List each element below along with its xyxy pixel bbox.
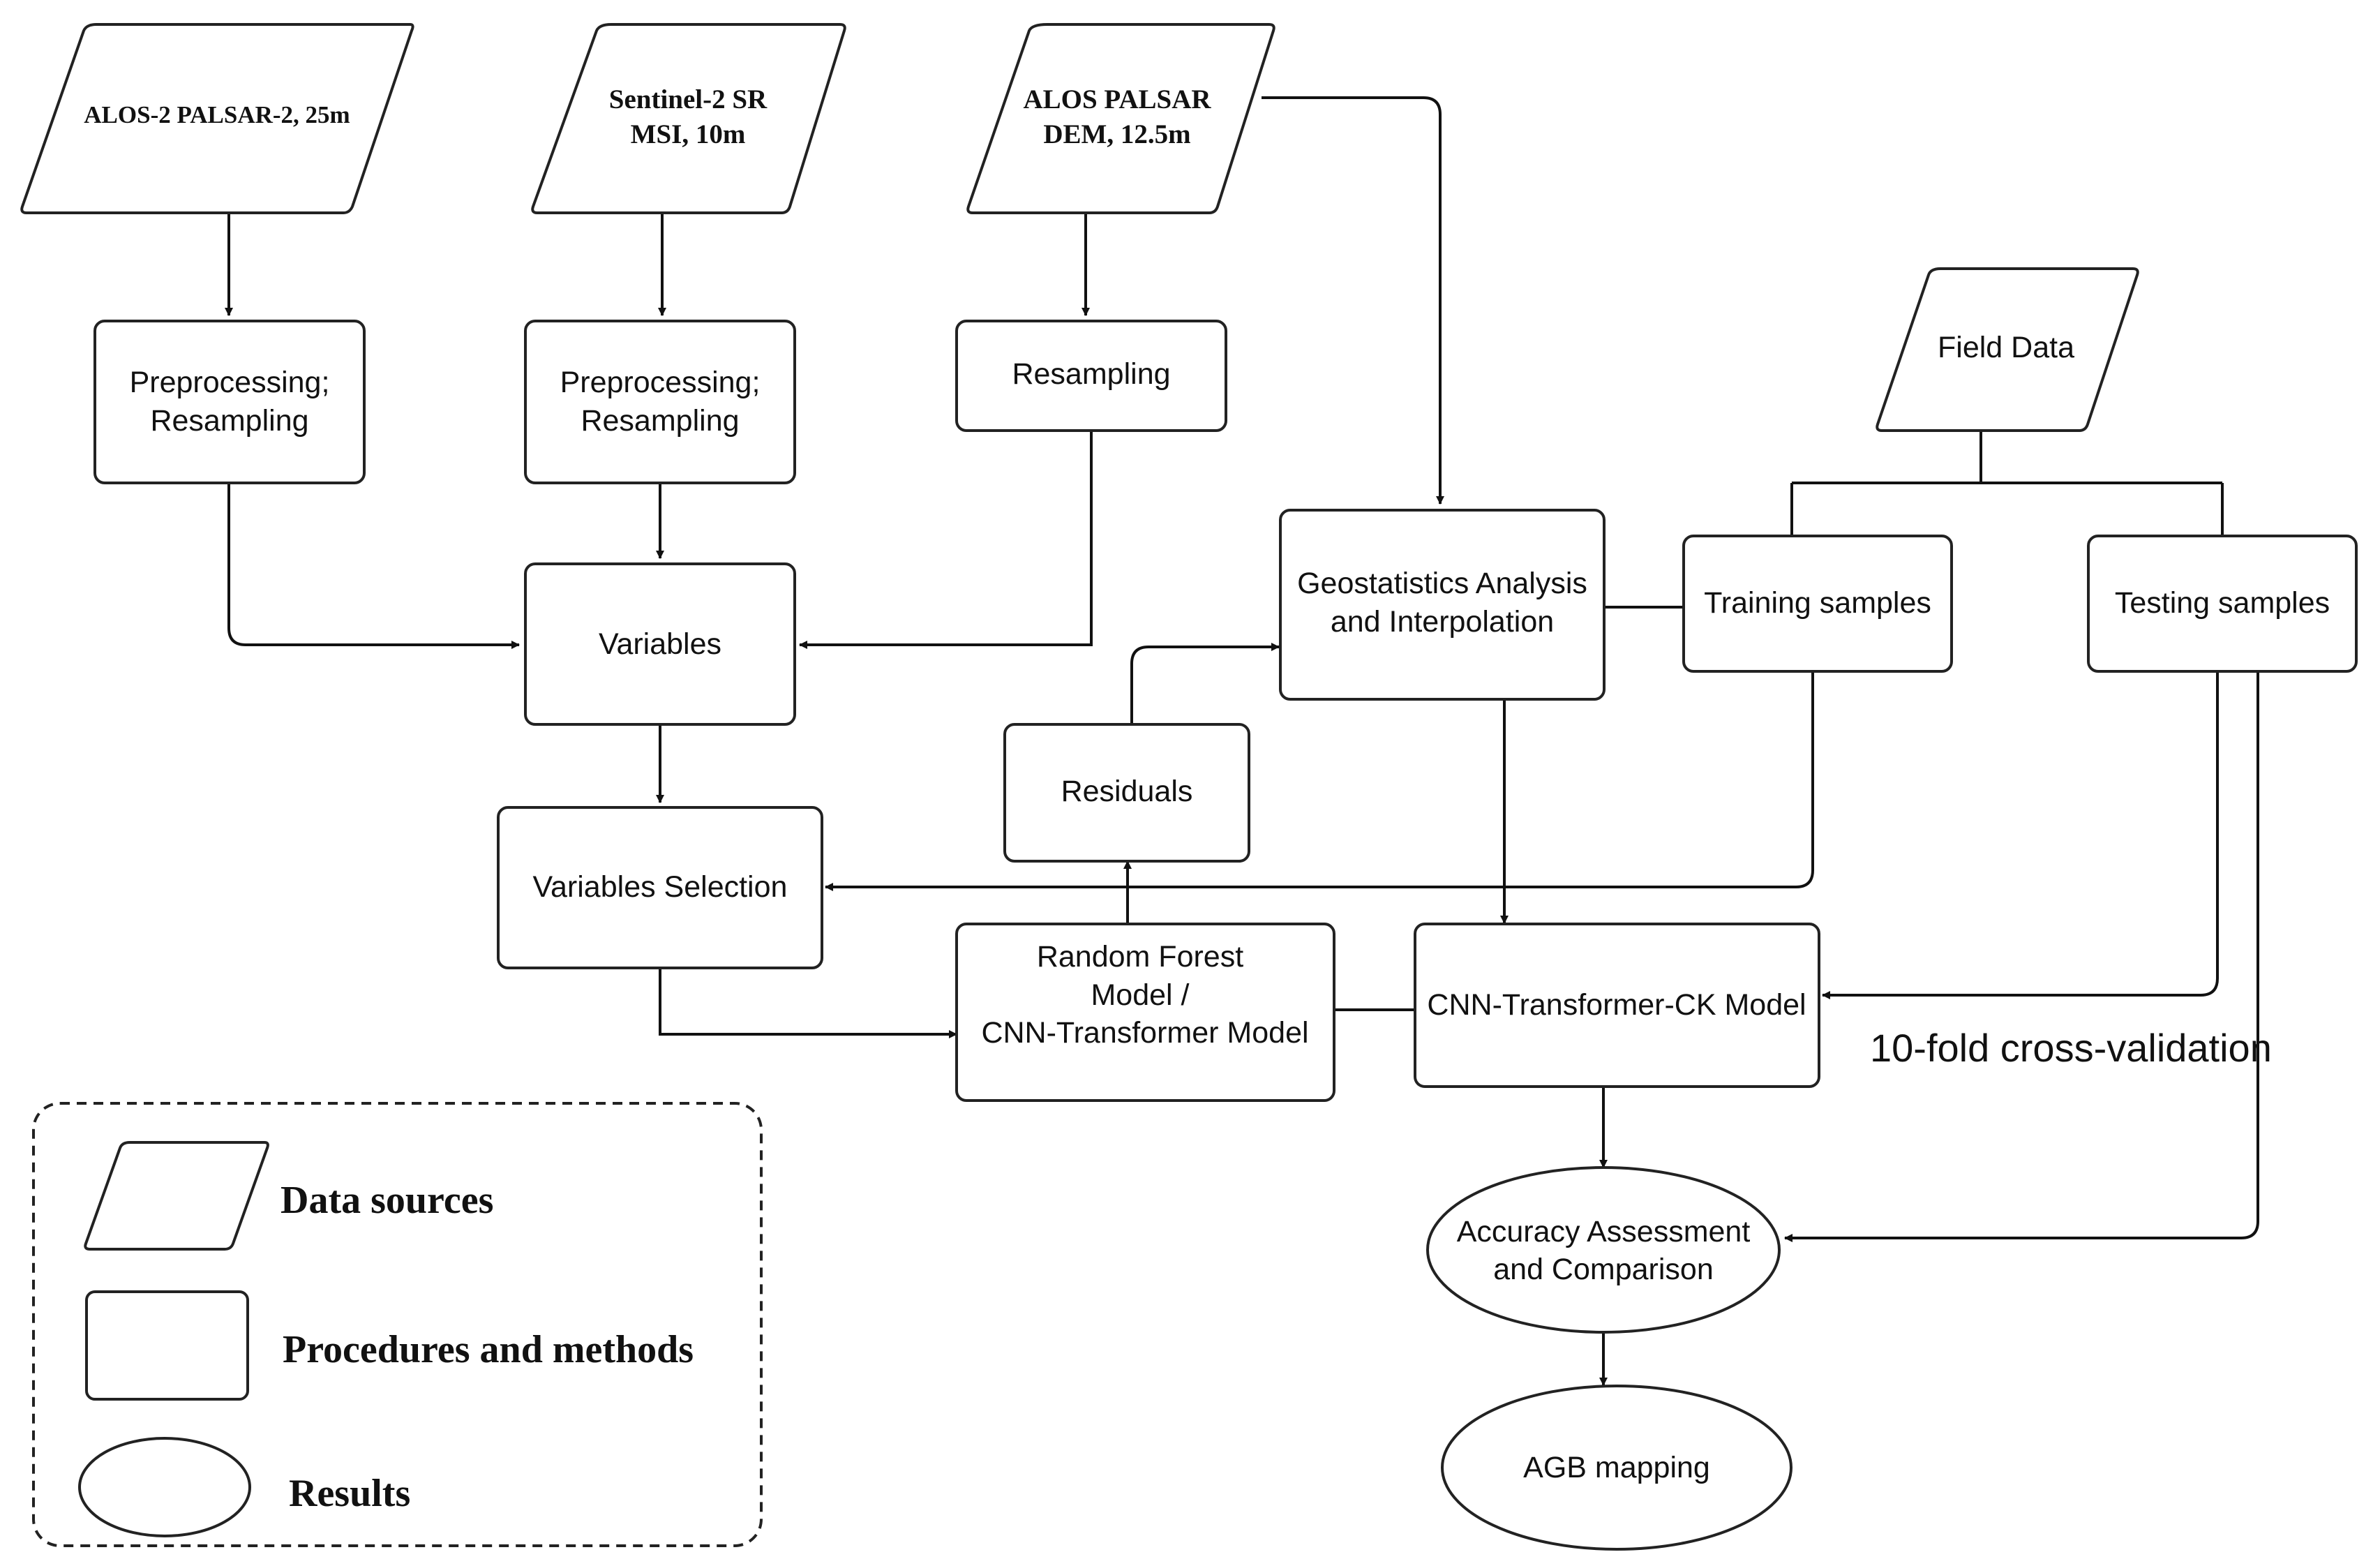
edge-testing-to-accuracy [1784,671,2259,1242]
result-label: AGB mapping [1523,1451,1710,1484]
process-label: Testing samples [2115,586,2330,620]
connectors [225,96,2259,1386]
process-label: Training samples [1704,586,1931,620]
edge-dem-to-geo [1262,96,1444,505]
result-ellipse [1441,1385,1793,1551]
process-label-line1: Random Forest [1037,940,1243,974]
legend: Data sources Procedures and methods Resu… [32,1102,763,1547]
edge-residuals-to-geo [1130,643,1280,724]
process-label-line2: Resampling [150,404,308,438]
parallelogram-shape [966,23,1275,214]
process-box [497,806,823,969]
process-label-line1: Geostatistics Analysis [1297,567,1587,600]
legend-rectangle-icon [85,1290,249,1401]
process-label-line2: and Interpolation [1331,605,1554,639]
legend-ellipse-icon [78,1437,251,1537]
result-ellipse [1426,1166,1781,1334]
process-label: CNN-Transformer-CK Model [1427,988,1806,1022]
source-label-line1: Sentinel-2 SR [609,84,768,114]
process-label-line2: Model / [1091,978,1189,1012]
source-label-line1: ALOS PALSAR [1023,84,1211,114]
edge-testing-to-ck [1822,671,2219,999]
process-variables-selection: Variables Selection [497,806,823,969]
process-label: Residuals [1061,775,1193,808]
result-label-line1: Accuracy Assessment [1457,1215,1751,1248]
process-label: Variables [599,627,721,661]
process-box [1279,509,1606,701]
result-accuracy-assessment: Accuracy Assessment and Comparison [1426,1166,1781,1334]
process-variables: Variables [524,562,796,726]
process-resampling: Resampling [955,320,1227,432]
process-box [524,320,796,484]
process-label-line1: Preprocessing; [560,366,761,399]
result-agb-mapping: AGB mapping [1441,1385,1793,1551]
crossval-annotation: 10-fold cross-validation [1870,1026,2272,1070]
data-source-alos2: ALOS-2 PALSAR-2, 25m [20,23,414,214]
source-label: Field Data [1938,331,2074,364]
process-box [1682,535,1953,673]
process-box [955,320,1227,432]
process-label-line1: Preprocessing; [130,366,330,399]
source-label-line2: DEM, 12.5m [1043,119,1190,149]
parallelogram-shape [20,23,414,214]
process-geostatistics: Geostatistics Analysis and Interpolation [1279,509,1606,701]
source-label-line2: MSI, 10m [631,119,746,149]
edge-resampling-to-variables [799,431,1093,649]
process-box [524,562,796,726]
process-testing-samples: Testing samples [2087,535,2358,673]
data-source-sentinel: Sentinel-2 SR MSI, 10m [531,23,846,214]
parallelogram-shape [531,23,846,214]
process-training-samples: Training samples [1682,535,1953,673]
process-residuals: Residuals [1003,723,1250,863]
process-label: Variables Selection [533,870,788,904]
process-box [955,923,1335,1102]
process-box [1414,923,1820,1088]
data-source-field: Field Data [1876,267,2139,432]
edge-selection-to-rf [659,968,957,1038]
parallelogram-shape [1876,267,2139,432]
process-prep1: Preprocessing; Resampling [93,320,366,484]
legend-label-procedures: Procedures and methods [283,1328,694,1371]
process-label-line3: CNN-Transformer Model [981,1016,1308,1050]
process-box [2087,535,2358,673]
legend-frame [32,1102,763,1547]
legend-label-results: Results [289,1472,410,1515]
process-label: Resampling [1012,357,1170,391]
legend-label-data-sources: Data sources [280,1179,493,1222]
process-box [1003,723,1250,863]
process-random-forest: Random Forest Model / CNN-Transformer Mo… [955,923,1335,1102]
source-label: ALOS-2 PALSAR-2, 25m [84,101,350,128]
edge-training-to-selection [825,671,1814,891]
process-box [93,320,366,484]
edge-field-to-samples [1790,431,2224,536]
edge-prep1-to-variables [227,483,520,649]
data-source-dem: ALOS PALSAR DEM, 12.5m [966,23,1275,214]
process-prep2: Preprocessing; Resampling [524,320,796,484]
process-cnn-transformer-ck: CNN-Transformer-CK Model [1414,923,1820,1088]
legend-parallelogram-icon [84,1141,269,1251]
process-label-line2: Resampling [581,404,739,438]
result-label-line2: and Comparison [1493,1253,1714,1286]
